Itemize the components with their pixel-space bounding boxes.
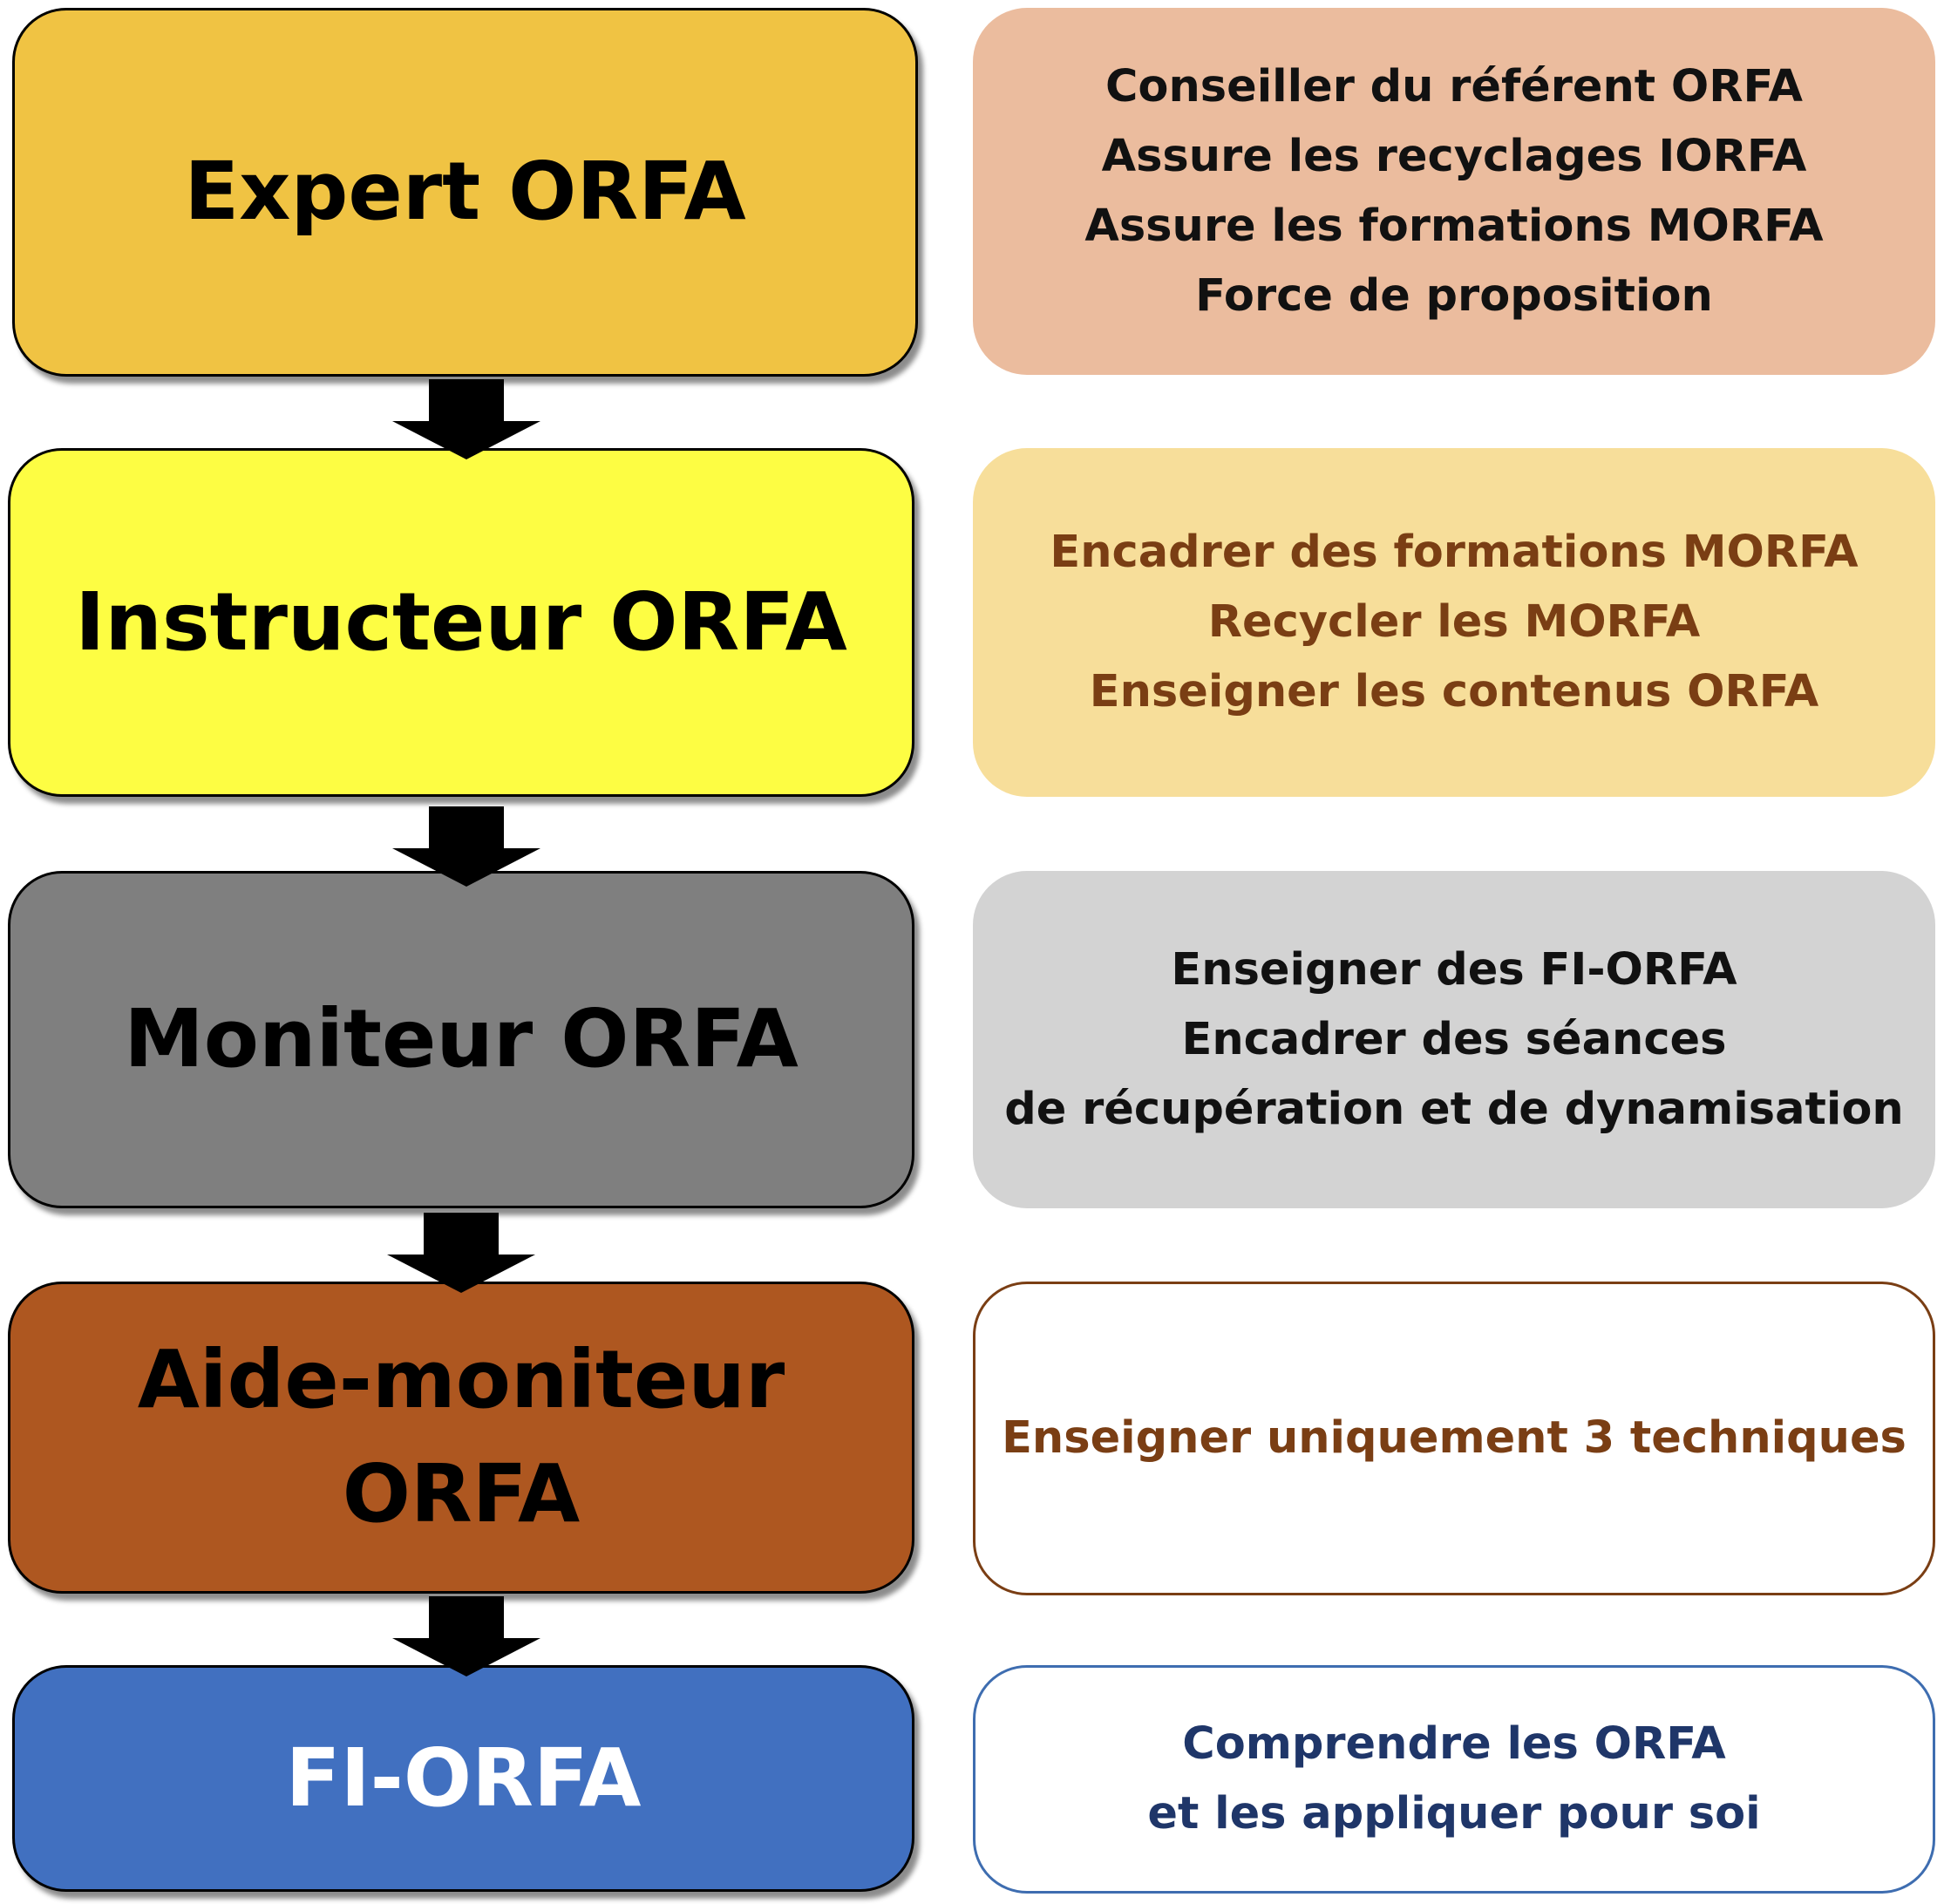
level-box-moniteur: Moniteur ORFA (8, 871, 914, 1208)
description-line: Force de proposition (1195, 269, 1713, 322)
description-line: Encadrer des formations MORFA (1050, 527, 1859, 578)
description-box-fi-orfa: Comprendre les ORFA et les appliquer pou… (973, 1665, 1935, 1894)
down-arrow-icon (392, 806, 540, 887)
description-line: de récupération et de dynamisation (1004, 1083, 1904, 1135)
level-title-line: Moniteur ORFA (124, 992, 799, 1086)
description-line: Conseiller du référent ORFA (1105, 60, 1803, 112)
level-title: FI-ORFA (286, 1722, 642, 1836)
level-box-fi-orfa: FI-ORFA (12, 1665, 914, 1892)
description-box-instructeur: Encadrer des formations MORFA Recycler l… (973, 448, 1935, 797)
level-title-line: FI-ORFA (285, 1731, 642, 1825)
description-box-aide-moniteur: Enseigner uniquement 3 techniques (973, 1282, 1935, 1595)
level-title: Instructeur ORFA (75, 566, 847, 680)
level-title-line: Expert ORFA (184, 145, 746, 239)
level-title-line: Aide-moniteur (137, 1333, 785, 1427)
level-title-line: Instructeur ORFA (75, 575, 847, 669)
level-title: Expert ORFA (184, 135, 745, 249)
description-box-moniteur: Enseigner des FI-ORFA Encadrer des séanc… (973, 871, 1935, 1208)
description-line: Enseigner uniquement 3 techniques (1002, 1412, 1907, 1464)
description-line: Encadrer des séances (1181, 1013, 1727, 1065)
description-line: et les appliquer pour soi (1147, 1788, 1761, 1839)
down-arrow-icon (387, 1213, 535, 1293)
level-title: Moniteur ORFA (124, 983, 799, 1097)
level-box-expert: Expert ORFA (12, 8, 918, 377)
level-title-line: ORFA (342, 1447, 581, 1540)
description-line: Enseigner les contenus ORFA (1089, 666, 1819, 717)
level-box-aide-moniteur: Aide-moniteur ORFA (8, 1282, 914, 1594)
level-title: Aide-moniteur ORFA (138, 1323, 785, 1551)
description-line: Assure les formations MORFA (1084, 200, 1824, 252)
description-line: Assure les recyclages IORFA (1101, 130, 1807, 182)
description-line: Enseigner des FI-ORFA (1171, 943, 1737, 996)
description-line: Comprendre les ORFA (1182, 1718, 1726, 1770)
level-box-instructeur: Instructeur ORFA (8, 448, 914, 797)
down-arrow-icon (392, 379, 540, 459)
description-line: Recycler les MORFA (1207, 596, 1701, 648)
down-arrow-icon (392, 1596, 540, 1676)
description-box-expert: Conseiller du référent ORFA Assure les r… (973, 8, 1935, 375)
